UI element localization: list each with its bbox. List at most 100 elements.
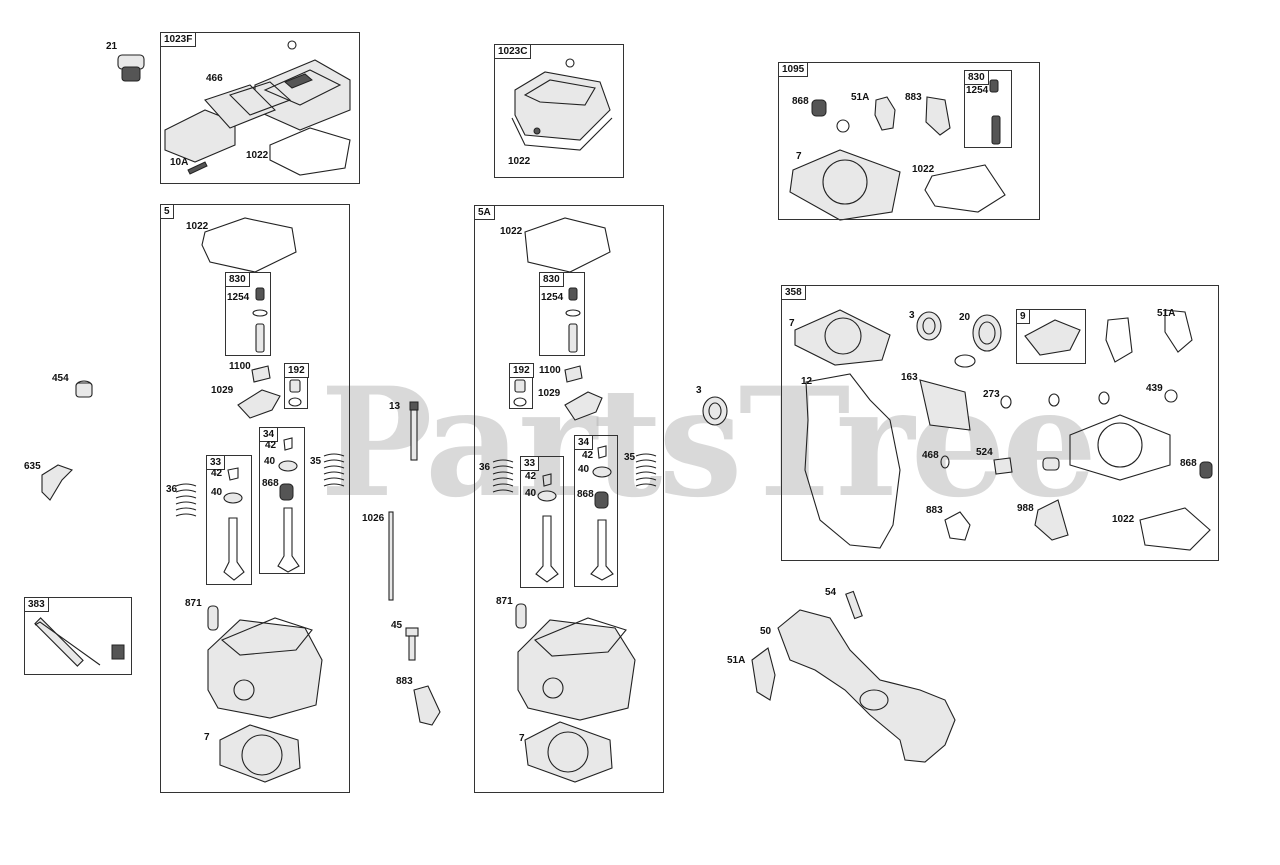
part-label: 12 — [801, 376, 813, 387]
part-358-kit-icon — [794, 309, 1213, 551]
part-label: 439 — [1146, 383, 1163, 394]
part-label: 3 — [696, 385, 702, 396]
part-label: 1022 — [186, 221, 209, 232]
group-tag: 192 — [284, 363, 309, 378]
group-5a-33: 33 — [520, 456, 564, 588]
group-tag: 5 — [160, 204, 174, 219]
part-label: 1029 — [538, 388, 561, 399]
part-label: 1022 — [246, 150, 269, 161]
group-358: 358 — [781, 285, 1219, 561]
part-label: 36 — [479, 462, 491, 473]
group-tag: 34 — [574, 435, 594, 450]
part-label: 20 — [959, 312, 971, 323]
part-label: 40 — [211, 487, 223, 498]
group-358-9: 9 — [1016, 309, 1086, 364]
part-label: 40 — [578, 464, 590, 475]
part-label: 1254 — [966, 85, 989, 96]
group-tag: 5A — [474, 205, 495, 220]
part-383-tool-icon — [34, 617, 125, 667]
part-label: 45 — [391, 620, 403, 631]
part-3-seal-icon — [702, 396, 728, 426]
group-5-830: 830 — [225, 272, 271, 356]
part-pushrod-icon — [41, 380, 441, 726]
part-label: 13 — [389, 401, 401, 412]
part-label: 1022 — [1112, 514, 1135, 525]
part-label: 7 — [204, 732, 210, 743]
part-label: 454 — [52, 373, 69, 384]
group-5-33: 33 — [206, 455, 252, 585]
part-label: 3 — [909, 310, 915, 321]
group-tag: 1023F — [160, 32, 197, 47]
part-21-cap-icon — [117, 54, 145, 82]
part-label: 466 — [206, 73, 223, 84]
group-tag: 830 — [539, 272, 564, 287]
part-label: 883 — [396, 676, 413, 687]
part-label: 868 — [792, 96, 809, 107]
part-label: 35 — [624, 452, 636, 463]
part-label: 51A — [727, 655, 746, 666]
group-1095: 1095 — [778, 62, 1040, 220]
part-label: 163 — [901, 372, 918, 383]
group-tag: 358 — [781, 285, 806, 300]
part-label: 1100 — [229, 361, 251, 372]
part-label: 42 — [525, 471, 537, 482]
part-label: 42 — [211, 468, 223, 479]
group-5a-34: 34 — [574, 435, 618, 587]
group-5-192: 192 — [284, 363, 309, 409]
part-1095-kit-icon — [789, 79, 1006, 221]
part-label: 1254 — [227, 292, 250, 303]
part-label: 40 — [525, 488, 537, 499]
part-label: 871 — [185, 598, 202, 609]
part-label: 1022 — [912, 164, 935, 175]
part-label: 988 — [1017, 503, 1034, 514]
part-label: 1100 — [539, 365, 561, 376]
group-1023f: 1023F — [160, 32, 360, 184]
part-label: 51A — [851, 92, 870, 103]
group-tag: 830 — [225, 272, 250, 287]
group-383: 383 — [24, 597, 132, 675]
part-label: 1026 — [362, 513, 385, 524]
group-tag: 34 — [259, 427, 279, 442]
part-label: 42 — [582, 450, 594, 461]
part-valve-cover-icon — [164, 40, 351, 176]
group-tag: 192 — [509, 363, 534, 378]
part-label: 883 — [926, 505, 943, 516]
part-label: 21 — [106, 41, 118, 52]
part-5-head-kit-icon — [175, 217, 345, 783]
part-label: 51A — [1157, 308, 1176, 319]
group-tag: 9 — [1016, 309, 1030, 324]
group-tag: 383 — [24, 597, 49, 612]
group-tag: 1023C — [494, 44, 532, 59]
group-1023c: 1023C — [494, 44, 624, 178]
part-50-manifold-icon — [751, 590, 956, 763]
part-label: 868 — [577, 489, 594, 500]
part-label: 7 — [519, 733, 525, 744]
group-5a-830: 830 — [539, 272, 585, 356]
part-label: 273 — [983, 389, 1000, 400]
part-label: 1254 — [541, 292, 564, 303]
part-label: 524 — [976, 447, 993, 458]
group-5-34: 34 — [259, 427, 305, 574]
part-label: 54 — [825, 587, 837, 598]
part-label: 36 — [166, 484, 178, 495]
part-label: 50 — [760, 626, 772, 637]
part-label: 40 — [264, 456, 276, 467]
part-label: 468 — [922, 450, 939, 461]
part-label: 883 — [905, 92, 922, 103]
part-valve-cover-c-icon — [511, 58, 613, 151]
part-label: 871 — [496, 596, 513, 607]
part-label: 7 — [789, 318, 795, 329]
part-label: 1029 — [211, 385, 234, 396]
part-label: 868 — [262, 478, 279, 489]
part-label: 10A — [170, 157, 189, 168]
group-tag: 830 — [964, 70, 989, 85]
group-5a: 5A — [474, 205, 664, 793]
part-label: 42 — [265, 440, 277, 451]
part-5a-head-kit-icon — [492, 217, 657, 783]
part-label: 1022 — [500, 226, 523, 237]
part-label: 868 — [1180, 458, 1197, 469]
group-5: 5 — [160, 204, 350, 793]
group-tag: 33 — [206, 455, 226, 470]
